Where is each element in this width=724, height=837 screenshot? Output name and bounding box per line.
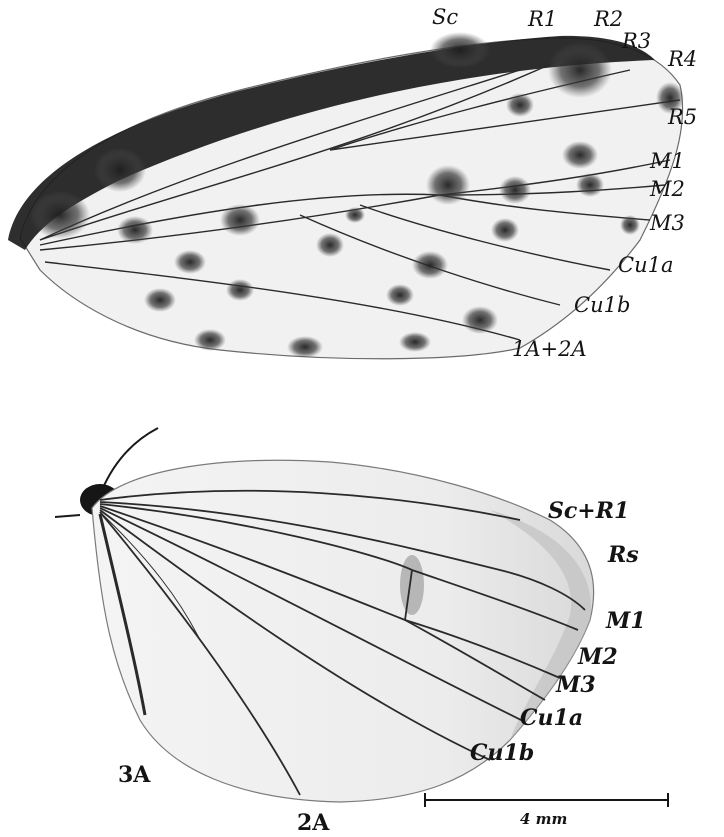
label-m2: M2	[649, 177, 685, 201]
body-tip	[55, 515, 80, 517]
label-2a: 2A	[297, 810, 330, 836]
label-r5: R5	[667, 105, 697, 129]
label-r4: R4	[667, 47, 697, 71]
label-hw-m3: M3	[555, 672, 596, 698]
label-rs: Rs	[607, 542, 639, 568]
scale-bar: 4 mm	[425, 793, 668, 828]
label-hw-cu1a: Cu1a	[520, 705, 583, 731]
label-hw-m1: M1	[605, 608, 646, 634]
label-r1: R1	[527, 7, 557, 31]
label-sc-r1: Sc+R1	[548, 498, 629, 524]
label-r3: R3	[621, 29, 651, 53]
label-3a: 3A	[118, 762, 151, 788]
label-m1: M1	[649, 149, 685, 173]
hindwing-discal-spot	[400, 555, 424, 615]
label-cu1a: Cu1a	[618, 253, 673, 277]
label-r2: R2	[593, 7, 623, 31]
forewing: Sc R1 R2 R3 R4 R5 M1 M2 M3 Cu1a Cu1b 1A+…	[8, 5, 697, 361]
label-1a-2a: 1A+2A	[512, 337, 587, 361]
label-hw-cu1b: Cu1b	[470, 740, 534, 766]
hindwing: Sc+R1 Rs M1 M2 M3 Cu1a Cu1b 3A 2A	[55, 428, 646, 836]
label-hw-m2: M2	[577, 644, 618, 670]
label-cu1b: Cu1b	[574, 293, 630, 317]
scale-bar-label: 4 mm	[520, 810, 567, 828]
label-m3: M3	[649, 211, 685, 235]
label-sc: Sc	[432, 5, 458, 29]
